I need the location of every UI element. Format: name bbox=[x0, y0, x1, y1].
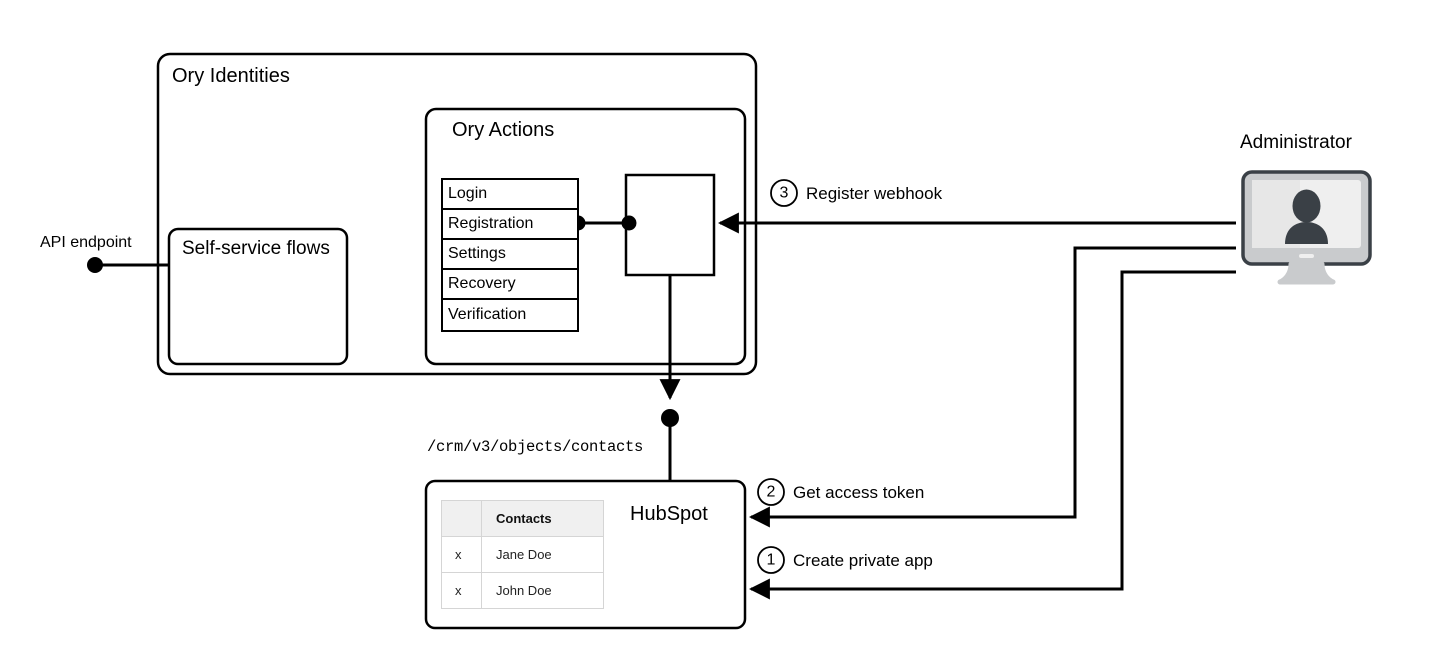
step-2-connector bbox=[748, 246, 1236, 528]
step-3-badge-circle bbox=[770, 179, 798, 207]
webhook-connector-dot bbox=[621, 215, 637, 231]
table-header-blank bbox=[441, 500, 482, 537]
step-2-badge-number: 2 bbox=[767, 484, 776, 501]
administrator-label: Administrator bbox=[1240, 132, 1352, 153]
flow-item-label: Login bbox=[448, 185, 488, 202]
flow-item-recovery[interactable]: Recovery bbox=[443, 270, 577, 300]
flow-item-label: Settings bbox=[448, 245, 506, 262]
step-1-badge-number: 1 bbox=[767, 552, 776, 569]
flow-item-settings[interactable]: Settings bbox=[443, 240, 577, 270]
flow-item-login[interactable]: Login bbox=[443, 180, 577, 210]
contacts-table: Contacts x Jane Doe x John Doe bbox=[441, 500, 604, 609]
flow-item-label: Registration bbox=[448, 215, 534, 232]
step-1-label: Create private app bbox=[793, 551, 933, 570]
api-path-label: /crm/v3/objects/contacts bbox=[427, 438, 644, 456]
step-3-label: Register webhook bbox=[806, 184, 943, 203]
hubspot-label: HubSpot bbox=[630, 503, 708, 525]
table-row[interactable]: x John Doe bbox=[441, 572, 604, 609]
person-body-icon bbox=[1285, 222, 1328, 244]
api-endpoint-dot bbox=[87, 257, 103, 273]
step-2-label: Get access token bbox=[793, 483, 925, 502]
row-contact-name: Jane Doe bbox=[481, 536, 604, 573]
flow-item-label: Recovery bbox=[448, 275, 516, 292]
ory-identities-title: Ory Identities bbox=[172, 65, 290, 87]
flow-item-registration[interactable]: Registration bbox=[443, 210, 577, 240]
monitor-user-icon bbox=[1241, 170, 1372, 285]
table-header-row: Contacts bbox=[441, 500, 604, 537]
step-1-badge-circle bbox=[757, 546, 785, 574]
step-2-badge-circle bbox=[757, 478, 785, 506]
monitor-indicator bbox=[1299, 254, 1314, 258]
row-mark: x bbox=[441, 536, 482, 573]
table-row[interactable]: x Jane Doe bbox=[441, 536, 604, 573]
flow-item-verification[interactable]: Verification bbox=[443, 300, 577, 330]
monitor-stand bbox=[1277, 261, 1336, 285]
person-head-icon bbox=[1292, 189, 1321, 223]
api-endpoint-label: API endpoint bbox=[40, 234, 132, 251]
ory-actions-title: Ory Actions bbox=[452, 119, 555, 141]
row-mark: x bbox=[441, 572, 482, 609]
row-contact-name: John Doe bbox=[481, 572, 604, 609]
webhook-box bbox=[624, 173, 716, 277]
step-1-connector bbox=[748, 270, 1236, 600]
self-service-flows-label: Self-service flows bbox=[182, 238, 330, 259]
flow-item-label: Verification bbox=[448, 306, 527, 323]
table-header-contacts: Contacts bbox=[481, 500, 604, 537]
self-service-flows-box bbox=[167, 227, 349, 366]
self-service-flow-list: Login Registration Settings Recovery Ver… bbox=[441, 178, 579, 332]
step-3-badge-number: 3 bbox=[780, 185, 789, 202]
